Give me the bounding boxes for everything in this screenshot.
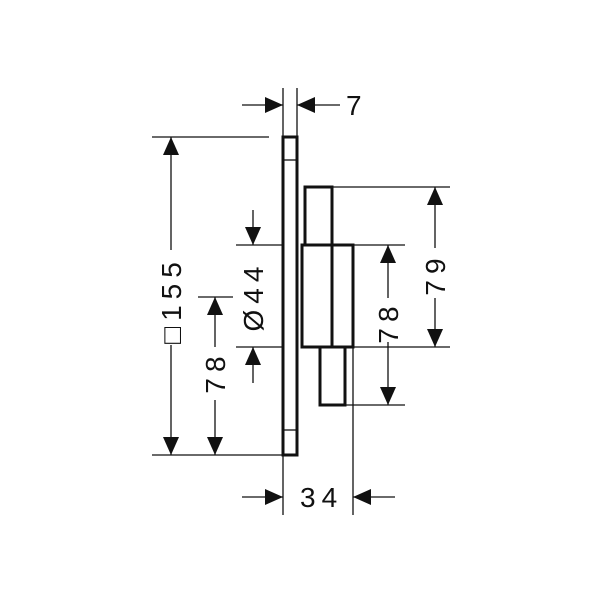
dim-plate-center-height: 78 xyxy=(200,350,231,393)
upper-body xyxy=(303,185,334,247)
dim-plate-size: □155 xyxy=(156,256,187,344)
arrowheads xyxy=(163,97,443,505)
dim-plate-thickness: 7 xyxy=(346,90,368,121)
dim-body-diameter: Ø44 xyxy=(238,261,269,332)
dim-upper-offset: 79 xyxy=(420,252,451,295)
part-outline xyxy=(281,135,355,457)
dim-lower-offset: 78 xyxy=(373,300,404,343)
lower-body xyxy=(318,345,347,407)
cover-plate xyxy=(281,135,299,457)
dim-depth: 34 xyxy=(300,482,343,513)
middle-body xyxy=(300,243,355,349)
